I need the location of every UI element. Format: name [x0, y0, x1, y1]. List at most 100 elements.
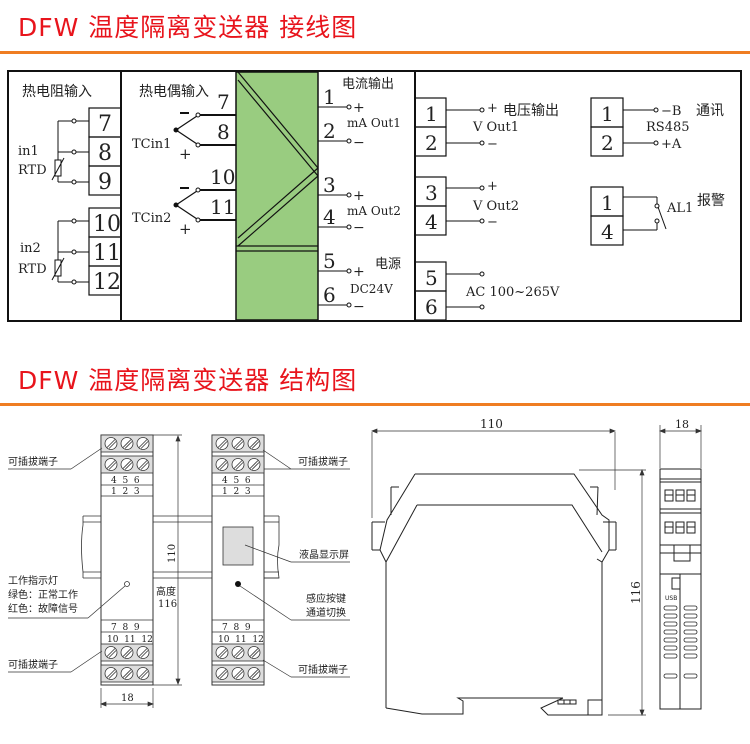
dim-18: 18 [121, 693, 134, 704]
wiring-title: DFW 温度隔离变送器 接线图 [18, 13, 358, 42]
comm-wiring [623, 107, 659, 146]
usb-label: USB [665, 595, 677, 602]
v-out2-label: V Out2 [472, 199, 519, 214]
vent-slots [663, 605, 698, 679]
pluggable-terminal-label: 可插拔端子 [8, 455, 58, 468]
terminal-label: 1 [601, 191, 614, 215]
terminal-numbers: 7 8 9 [222, 623, 251, 633]
terminal-label: 9 [98, 170, 112, 195]
indicator-red-label: 红色：故障信号 [8, 602, 78, 615]
terminal-label: 10 [210, 165, 235, 189]
leader-lines [239, 449, 350, 678]
alarm-name: AL1 [666, 201, 693, 216]
height-label: 高度 [156, 585, 176, 598]
leader-lines [8, 447, 126, 673]
terminal-label: 2 [601, 131, 614, 155]
terminal-label: 3 [425, 181, 438, 205]
vent-slot [663, 629, 678, 635]
wiring-frame [7, 70, 742, 322]
rtd-label: RTD [18, 262, 47, 277]
terminal-label: 8 [98, 141, 112, 166]
terminal-label: 5 [425, 266, 438, 290]
current-out-header: 电流输出 [342, 76, 394, 92]
lcd-screen [222, 526, 254, 566]
vent-slot [683, 673, 698, 679]
rtd-in1-label: in1 [18, 144, 39, 159]
ma-out2-label: mA Out2 [347, 204, 401, 218]
vent-slot [683, 653, 698, 659]
terminal-label: 8 [217, 120, 230, 144]
rs485-b-label: −B [661, 104, 681, 119]
plus-sign: + [487, 101, 498, 116]
tc-in2-label: TCin2 [132, 211, 171, 226]
terminal-label: 11 [93, 241, 121, 266]
rtd-label: RTD [18, 163, 47, 178]
terminal-box [414, 126, 447, 157]
terminal-numbers: 1 2 3 [222, 487, 251, 497]
plus-sign: + [179, 220, 192, 238]
terminal-numbers: 4 5 6 [222, 476, 251, 486]
terminal-label: 5 [323, 249, 336, 273]
dimension-line [659, 425, 702, 468]
terminal-numbers: 1 2 3 [111, 487, 140, 497]
terminal-label: 4 [425, 210, 438, 234]
tc-header: 热电偶输入 [139, 84, 209, 100]
vent-slot [663, 637, 678, 643]
terminal-label: 4 [601, 220, 614, 244]
vent-slot [683, 629, 698, 635]
terminal-box [88, 165, 122, 196]
rs485-a-label: +A [661, 137, 682, 152]
rs485-label: RS485 [646, 120, 690, 135]
minus-sign: − [487, 215, 498, 230]
dimension-line [371, 428, 646, 716]
terminal-label: 2 [323, 119, 336, 143]
pluggable-terminal-label: 可插拔端子 [298, 663, 348, 676]
rtd-header: 热电阻输入 [22, 84, 92, 100]
plus-sign: + [179, 145, 192, 163]
dim-110: 110 [480, 417, 503, 431]
terminal-label: 6 [323, 283, 336, 307]
plus-sign: + [487, 179, 498, 194]
terminal-label: 1 [425, 102, 438, 126]
terminal-label: 11 [210, 195, 235, 219]
terminal-numbers: 7 8 9 [111, 623, 140, 633]
lcd-label: 液晶显示屏 [299, 548, 349, 561]
pluggable-terminal-label: 可插拔端子 [298, 455, 348, 468]
voltage-out-header: 电压输出 [503, 103, 559, 119]
minus-sign: − [353, 220, 365, 236]
terminal-screws [215, 437, 261, 680]
terminal-label: 12 [93, 270, 121, 295]
vent-slot [683, 613, 698, 619]
vent-slot [683, 621, 698, 627]
ma-out1-label: mA Out1 [347, 116, 401, 130]
isolation-lines [236, 71, 319, 252]
tc-in1-label: TCin1 [132, 137, 171, 152]
terminal-label: 7 [217, 90, 230, 114]
vent-slot [663, 673, 678, 679]
rtd-in2-label: in2 [20, 241, 41, 256]
terminal-numbers: 4 5 6 [111, 476, 140, 486]
terminal-label: 1 [323, 85, 336, 109]
dim-18: 18 [675, 418, 689, 431]
title-rule [0, 51, 750, 54]
plus-sign: + [353, 100, 365, 116]
vent-slot [663, 645, 678, 651]
dim-110: 110 [167, 544, 178, 563]
ac-supply-label: AC 100~265V [465, 285, 560, 300]
vent-slot [683, 605, 698, 611]
minus-sign: − [487, 137, 498, 152]
side-view [371, 473, 617, 716]
wiring-diagram: 热电阻输入 7 8 9 10 11 12 in1 RTD in2 [7, 70, 742, 322]
terminal-label: 1 [601, 102, 614, 126]
plus-sign: + [353, 264, 365, 280]
dim-116: 116 [629, 581, 643, 604]
structure-diagram: 4 5 6 1 2 3 7 8 9 10 11 12 可插拔端子 工作指示灯 绿… [8, 417, 702, 716]
vent-slot [663, 653, 678, 659]
vent-slot [683, 645, 698, 651]
title-rule [0, 403, 750, 406]
vent-slot [663, 613, 678, 619]
dc24v-label: DC24V [350, 282, 393, 296]
rtd1-wiring [51, 118, 89, 185]
terminal-label: 6 [425, 295, 438, 319]
structure-title: DFW 温度隔离变送器 结构图 [18, 366, 358, 395]
